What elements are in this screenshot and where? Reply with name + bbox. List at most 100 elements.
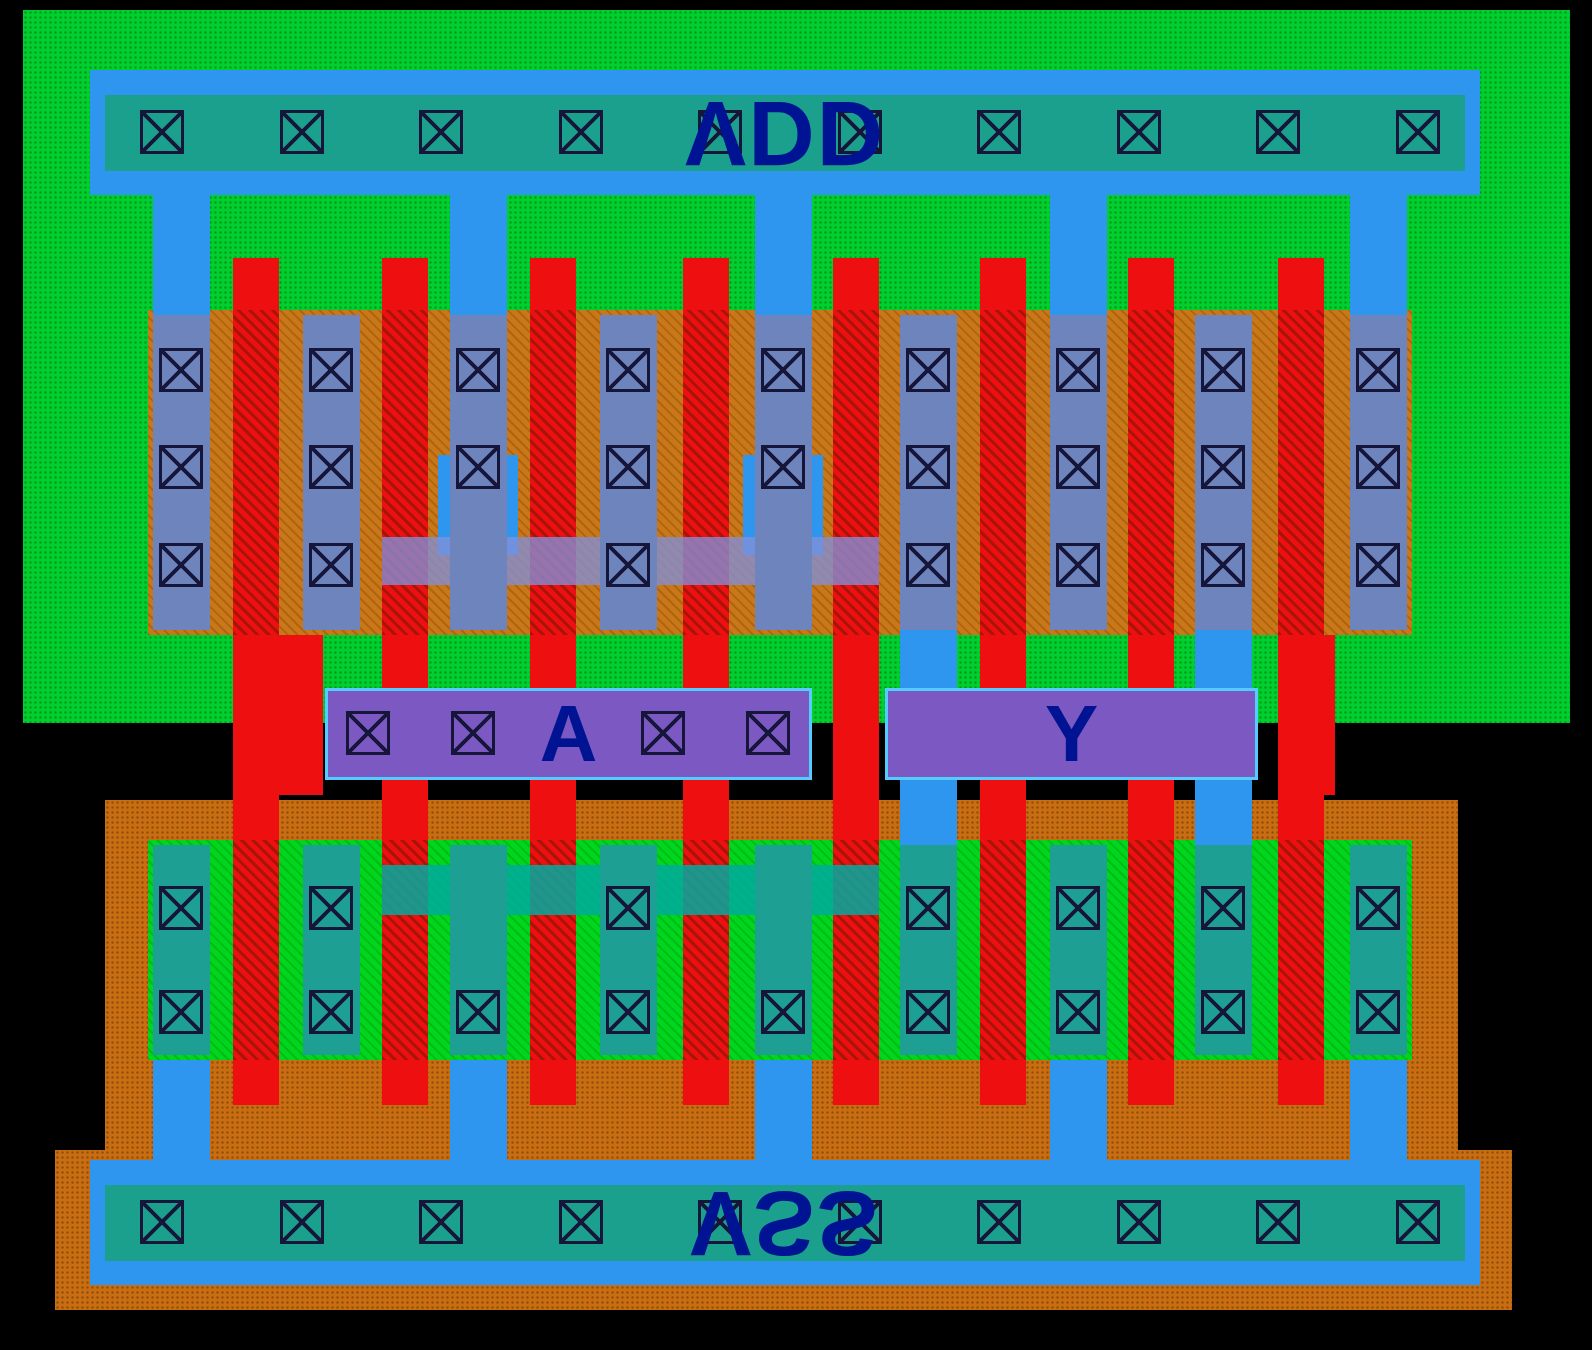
output-stub [1194, 780, 1252, 845]
input-pin-a[interactable]: A [325, 688, 812, 780]
poly-over-pdiff [233, 310, 279, 635]
output-stub [899, 780, 957, 845]
nmos-contact-column [899, 845, 957, 1055]
contact-via [140, 1200, 184, 1244]
contact-via [1056, 445, 1100, 489]
poly-over-pdiff [382, 310, 428, 635]
pmos-contact-column [899, 315, 957, 630]
contact-via [837, 1200, 882, 1244]
contact-via [906, 543, 950, 587]
contact-via [279, 110, 324, 154]
contact-via [906, 348, 950, 392]
contact-via [159, 445, 203, 489]
contact-via [419, 1200, 463, 1244]
contact-via [1056, 886, 1100, 930]
contact-via [1056, 543, 1100, 587]
contact-via [456, 445, 500, 489]
pmos-contact-column [599, 315, 657, 630]
vss-stub [152, 1060, 210, 1165]
poly-gate [233, 258, 279, 1105]
vdd-stub [1349, 195, 1407, 315]
poly-over-pdiff [1278, 310, 1324, 635]
contact-via [1356, 445, 1400, 489]
vss-stub [754, 1060, 812, 1165]
contact-via [761, 445, 805, 489]
contact-via [451, 711, 495, 755]
poly-over-ndiff [1128, 840, 1174, 1060]
contact-via [1056, 990, 1100, 1034]
vss-stub [1049, 1060, 1107, 1165]
contact-via [906, 445, 950, 489]
contact-via [1116, 1200, 1161, 1244]
contact-via [761, 990, 805, 1034]
contact-via [1356, 886, 1400, 930]
contact-via [837, 110, 882, 154]
contact-via [606, 990, 650, 1034]
pmos-contact-column [1349, 315, 1407, 630]
poly-gate [833, 258, 879, 1105]
poly-gate [980, 258, 1026, 1105]
pmos-contact-column [449, 315, 507, 630]
contact-via [1201, 990, 1245, 1034]
contact-via [309, 348, 353, 392]
contact-via [309, 543, 353, 587]
contact-via [140, 110, 184, 154]
contact-via [419, 110, 463, 154]
vss-rail[interactable]: VSS [90, 1160, 1480, 1285]
contact-via [698, 110, 742, 154]
vdd-stub [1049, 195, 1107, 315]
contact-via [346, 711, 390, 755]
contact-via [309, 886, 353, 930]
contact-via [309, 445, 353, 489]
contact-via [1256, 110, 1300, 154]
output-stub [899, 630, 957, 688]
nmos-contact-column [1349, 845, 1407, 1055]
contact-via [159, 543, 203, 587]
nmos-contact-column [302, 845, 360, 1055]
contact-via [906, 886, 950, 930]
contact-via [159, 348, 203, 392]
output-pin-y[interactable]: Y [885, 688, 1258, 780]
vdd-stub [754, 195, 812, 315]
contact-via [746, 711, 790, 755]
contact-via [977, 110, 1021, 154]
poly-over-pdiff [530, 310, 576, 635]
contact-via [159, 990, 203, 1034]
contact-via [558, 110, 603, 154]
contact-via [906, 990, 950, 1034]
poly-gate [1278, 258, 1324, 1105]
nmos-contact-column [1194, 845, 1252, 1055]
contact-via [977, 1200, 1021, 1244]
nmos-contact-column [754, 845, 812, 1055]
vdd-rail[interactable]: VDD [90, 70, 1480, 195]
output-pin-label: Y [1044, 689, 1099, 778]
poly-over-pdiff [833, 310, 879, 635]
poly-gate [530, 258, 576, 1105]
vss-stub [1349, 1060, 1407, 1165]
vss-contact-band [105, 1185, 1465, 1261]
contact-via [606, 348, 650, 392]
contact-via [1356, 543, 1400, 587]
contact-via [606, 886, 650, 930]
poly-over-ndiff [1278, 840, 1324, 1060]
poly-over-ndiff [980, 840, 1026, 1060]
pmos-contact-column [302, 315, 360, 630]
vss-stub [449, 1060, 507, 1165]
poly-over-pdiff [683, 310, 729, 635]
contact-via [1356, 348, 1400, 392]
vss-label: VSS [689, 1172, 881, 1274]
pmos-contact-column [1049, 315, 1107, 630]
contact-via [159, 886, 203, 930]
poly-gate [683, 258, 729, 1105]
contact-via [1056, 348, 1100, 392]
contact-via [641, 711, 685, 755]
contact-via [1201, 348, 1245, 392]
contact-via [761, 348, 805, 392]
vdd-contact-band [105, 95, 1465, 171]
contact-via [606, 543, 650, 587]
pmos-contact-column [754, 315, 812, 630]
contact-via [1201, 886, 1245, 930]
contact-via [456, 990, 500, 1034]
vdd-stub [449, 195, 507, 315]
